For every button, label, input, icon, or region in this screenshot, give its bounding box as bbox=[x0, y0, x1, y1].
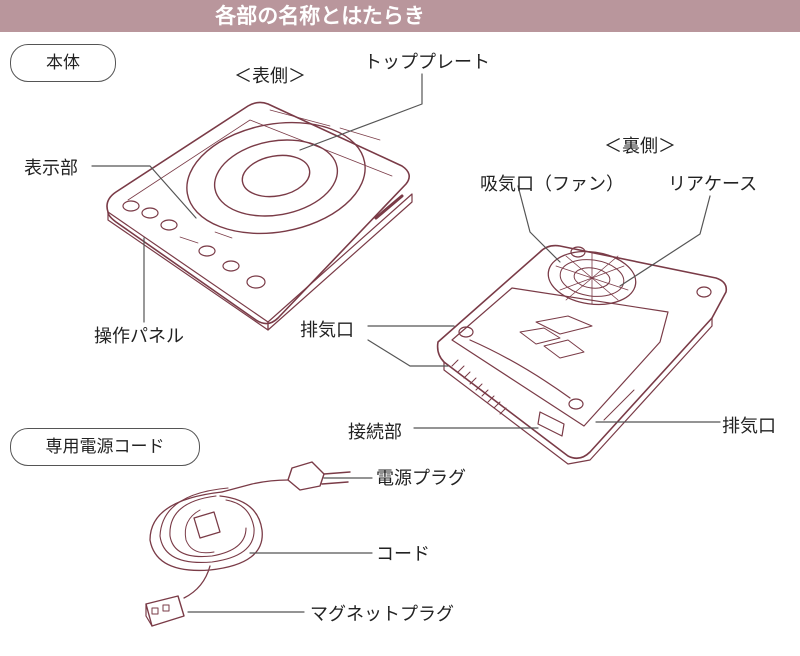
view-title-back: ＜裏側＞ bbox=[604, 136, 676, 157]
label-top-plate: トッププレート bbox=[364, 52, 490, 73]
label-power-plug: 電源プラグ bbox=[376, 468, 466, 489]
section-pill-power-cord: 専用電源コード bbox=[10, 428, 200, 466]
label-magnet-plug: マグネットプラグ bbox=[310, 604, 454, 625]
section-pill-main-body: 本体 bbox=[10, 44, 116, 82]
leader-lines bbox=[91, 73, 721, 613]
label-cord: コード bbox=[376, 544, 430, 565]
label-intake-fan: 吸気口（ファン） bbox=[480, 174, 624, 195]
view-title-front: ＜表側＞ bbox=[234, 66, 306, 87]
cooktop-front-illustration bbox=[106, 101, 413, 331]
banner-title: 各部の名称とはたらき bbox=[215, 4, 425, 28]
cooktop-back-illustration bbox=[436, 244, 728, 465]
label-connector: 接続部 bbox=[348, 422, 402, 443]
label-control-panel: 操作パネル bbox=[94, 326, 184, 347]
title-banner: 各部の名称とはたらき bbox=[0, 0, 800, 32]
label-display: 表示部 bbox=[24, 158, 78, 179]
label-exhaust-right: 排気口 bbox=[722, 416, 776, 437]
label-rear-case: リアケース bbox=[668, 174, 758, 195]
label-exhaust-left: 排気口 bbox=[300, 320, 354, 341]
power-cord-illustration bbox=[145, 461, 351, 627]
